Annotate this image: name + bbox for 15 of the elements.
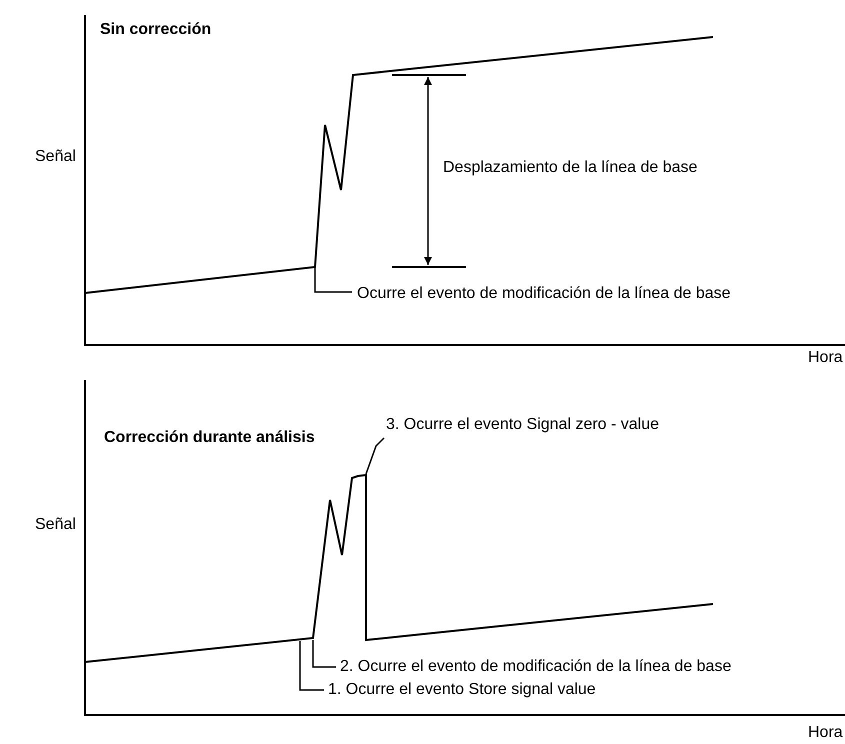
dimension-label: Desplazamiento de la línea de base xyxy=(443,158,698,178)
leader-line xyxy=(299,641,324,691)
axis-label: Hora xyxy=(808,724,843,742)
callout-text: Ocurre el evento de modificación de la línea de base xyxy=(357,284,731,304)
callout-text: 2. Ocurre el evento de modificación de la línea de base xyxy=(340,658,732,676)
axis-label: Señal xyxy=(35,148,76,166)
leader-line xyxy=(314,268,352,293)
panel-title: Sin corrección xyxy=(100,20,212,40)
leader-line xyxy=(312,640,336,668)
callout-text: 1. Ocurre el evento Store signal value xyxy=(328,680,596,700)
axis-label: Hora xyxy=(808,348,843,368)
leader-line xyxy=(365,437,385,474)
callout-text: 3. Ocurre el evento Signal zero - value xyxy=(386,416,660,434)
axis-label: Señal xyxy=(35,516,76,534)
panel-title: Corrección durante análisis xyxy=(104,428,315,448)
